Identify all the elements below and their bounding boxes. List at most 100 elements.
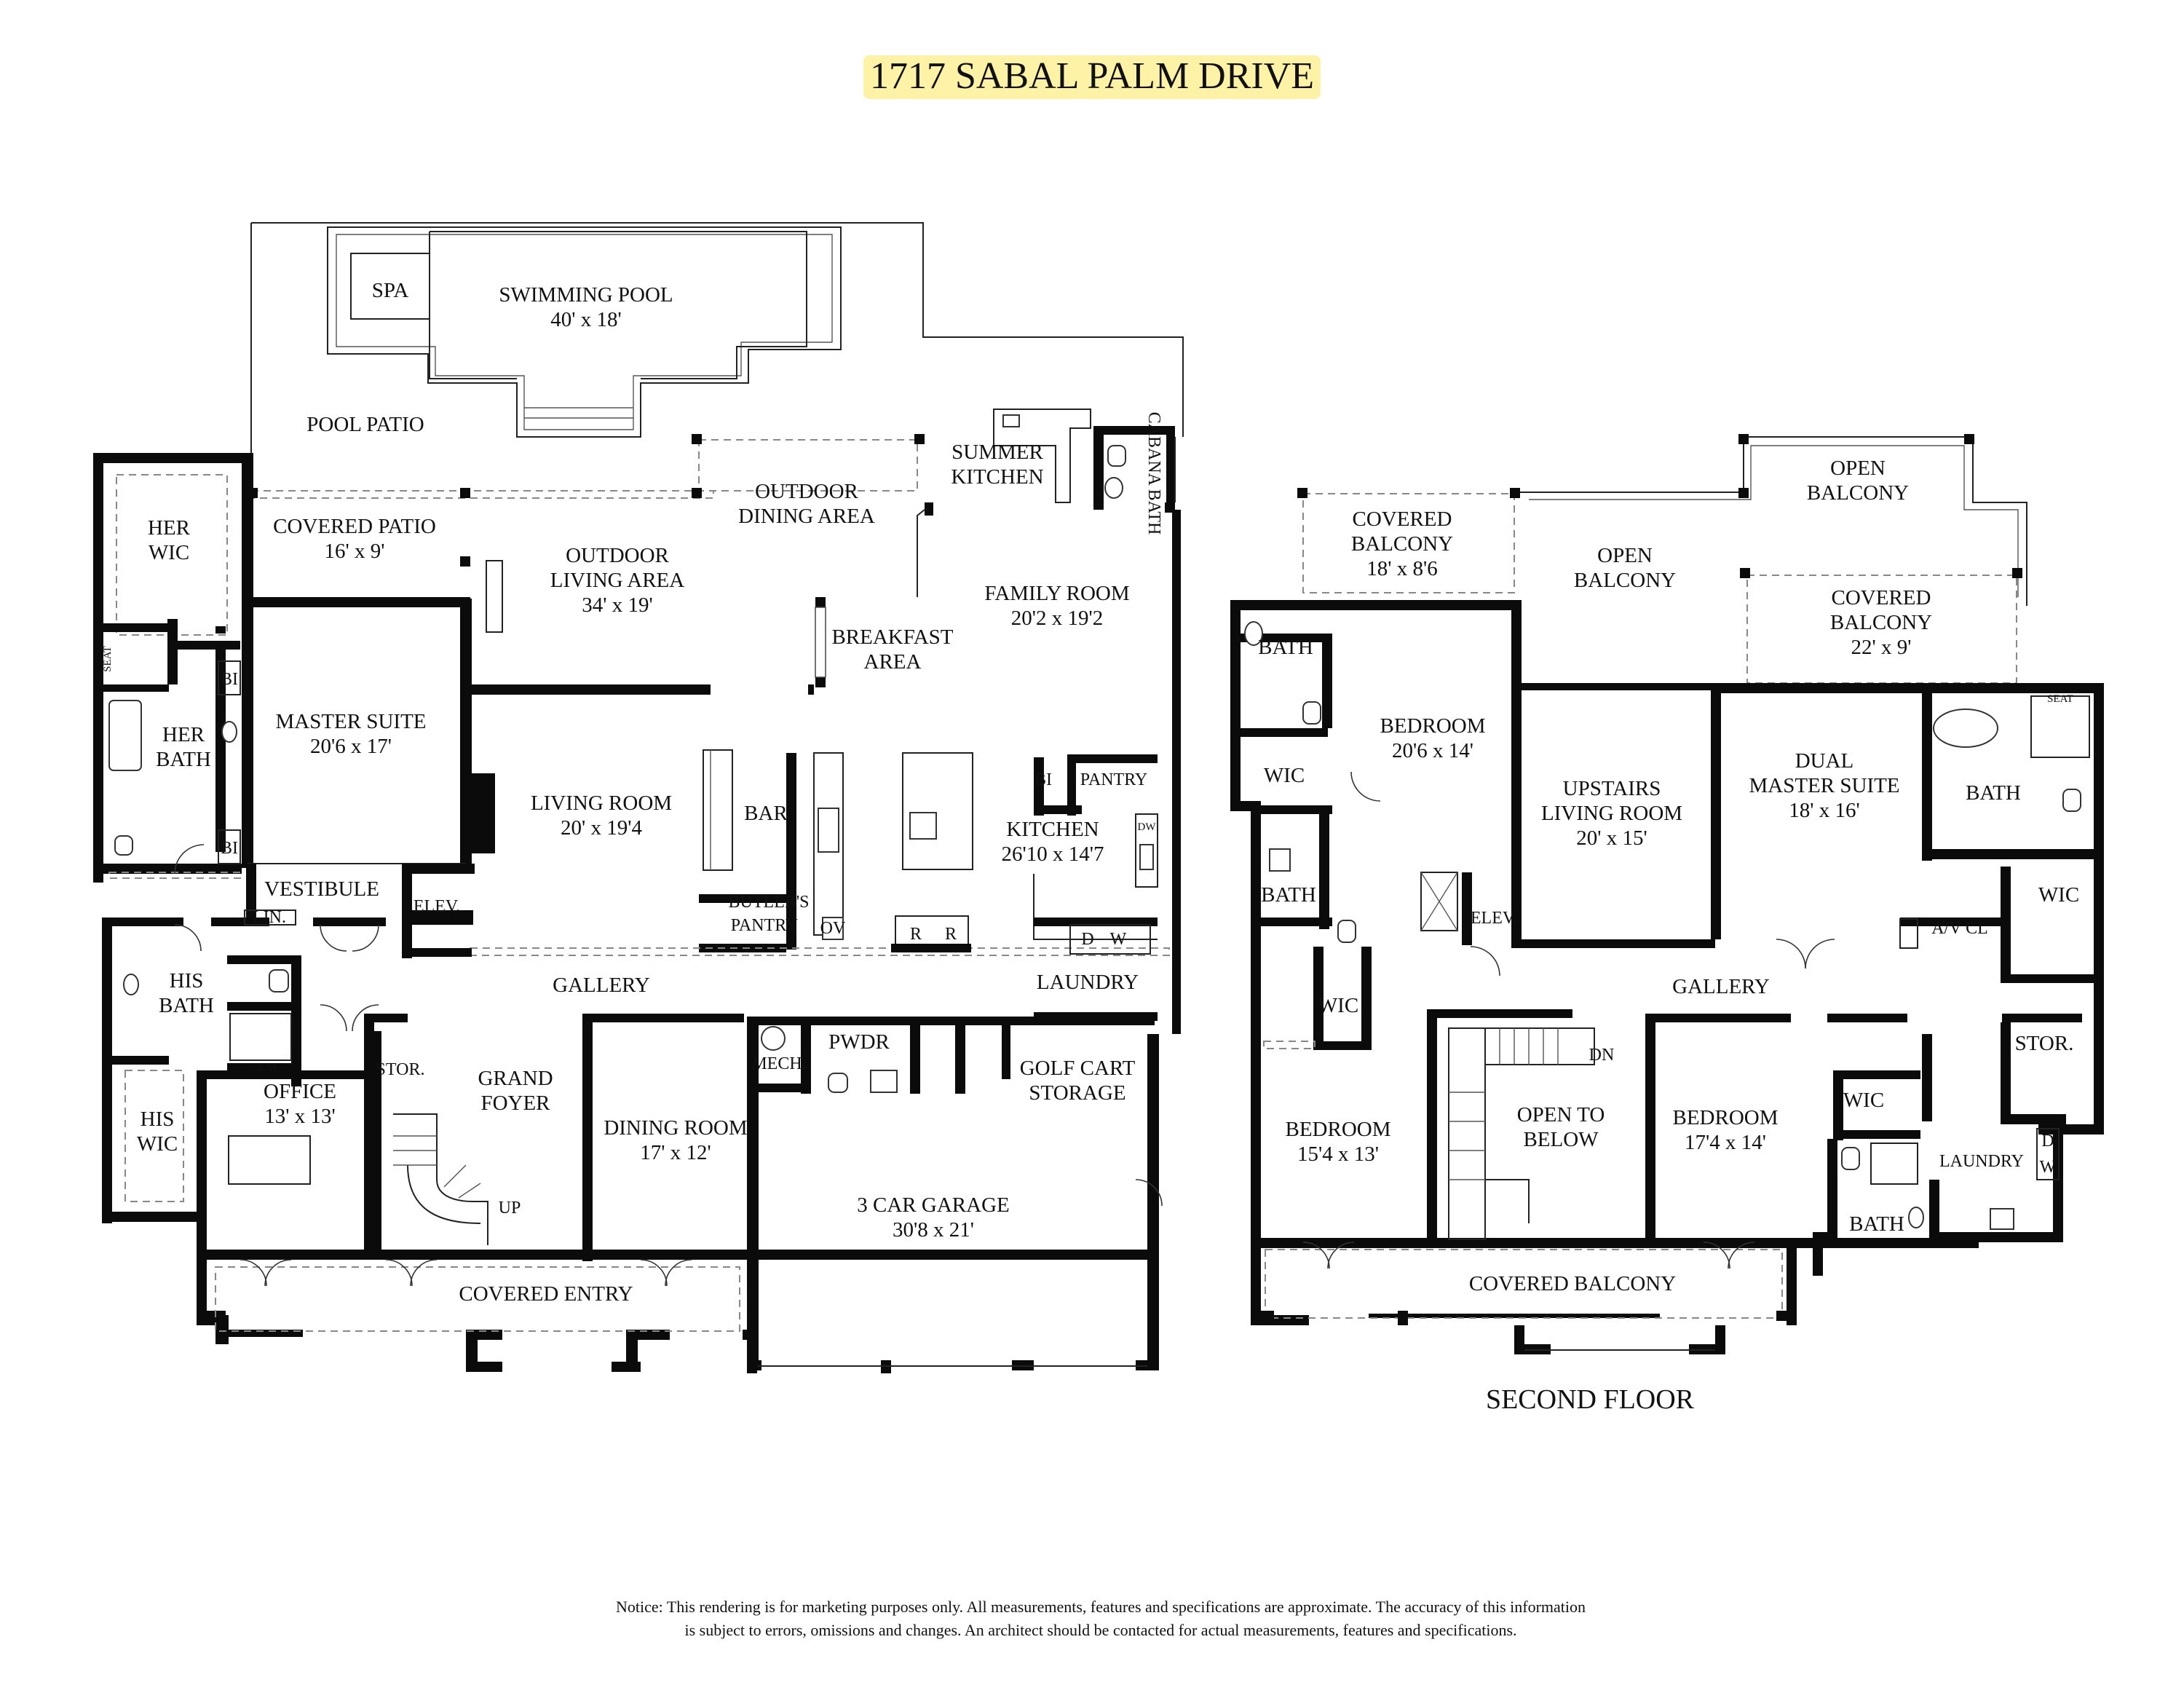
- washer-dryer-d: D: [1081, 930, 1093, 949]
- wic-label-3: WIC: [2038, 883, 2079, 907]
- open-balcony-label-2b: BALCONY: [1574, 569, 1676, 592]
- elev-label-1: ELEV.: [414, 897, 460, 916]
- upper-staircase: [1448, 1027, 1595, 1240]
- butlers-pantry-label-2: PANTRY: [731, 916, 798, 935]
- kitchen-island: [902, 752, 973, 870]
- pantry-label: PANTRY: [1080, 770, 1147, 789]
- bath-label-4: BATH: [1849, 1212, 1904, 1236]
- notice-line-1: Notice: This rendering is for marketing …: [616, 1598, 1586, 1616]
- notice-line-2: is subject to errors, omissions and chan…: [684, 1621, 1516, 1639]
- master-suite-size: 20'6 x 17': [310, 735, 392, 758]
- covered-balcony-label-2b: BALCONY: [1830, 611, 1932, 634]
- bi-label-kitchen: BI: [1034, 770, 1052, 789]
- grand-foyer-label-1: GRAND: [478, 1067, 553, 1090]
- stor-label-1: STOR.: [376, 1060, 425, 1079]
- kitchen-size: 26'10 x 14'7: [1002, 842, 1104, 866]
- washer-dryer-w: W: [1110, 930, 1127, 949]
- open-balcony-label-1b: BALCONY: [1807, 481, 1909, 505]
- open-balcony-label-2: OPEN: [1597, 544, 1653, 567]
- laundry-label-2: LAUNDRY: [1939, 1152, 2024, 1171]
- gallery-label-1: GALLERY: [553, 974, 650, 997]
- covered-balcony-size-2: 22' x 9': [1851, 636, 1912, 659]
- her-bath-toilet: [114, 835, 133, 856]
- pool-deck-outline: [250, 222, 1184, 460]
- page-title: 1717 SABAL PALM DRIVE: [870, 55, 1314, 97]
- outdoor-dining-frame: [698, 439, 918, 492]
- dryer-label-2: D: [2041, 1132, 2054, 1151]
- bath-label-3: BATH: [1966, 781, 2021, 805]
- outdoor-fireplace: [486, 560, 503, 633]
- bedroom-2-size: 15'4 x 13': [1297, 1143, 1379, 1166]
- her-bath-label-1: HER: [162, 723, 205, 746]
- her-seat-label: SEAT: [102, 646, 114, 672]
- golf-cart-label-2: STORAGE: [1029, 1081, 1125, 1105]
- golf-cart-label-1: GOLF CART: [1020, 1057, 1136, 1080]
- swimming-pool-label: SWIMMING POOL: [499, 283, 673, 307]
- summer-kitchen-label-1: SUMMER: [951, 441, 1043, 464]
- kitchen-label: KITCHEN: [1006, 818, 1099, 841]
- living-room-label: LIVING ROOM: [531, 792, 672, 815]
- cabana-toilet: [1107, 445, 1126, 467]
- dual-master-label-1: DUAL: [1795, 749, 1854, 773]
- office-label: OFFICE: [264, 1080, 336, 1103]
- dual-master-label-2: MASTER SUITE: [1749, 774, 1899, 797]
- bedroom-3-size: 17'4 x 14': [1685, 1131, 1766, 1154]
- first-floor: SPA SWIMMING POOL 40' x 18' POOL PATIO S…: [93, 222, 1184, 1373]
- washer-label-2: W: [2040, 1158, 2057, 1177]
- dining-room-size: 17' x 12': [640, 1141, 711, 1164]
- up-label: UP: [499, 1199, 521, 1218]
- covered-balcony-label-2: COVERED: [1832, 586, 1931, 609]
- open-to-below-label-1: OPEN TO: [1517, 1103, 1605, 1126]
- gallery-label-2: GALLERY: [1672, 975, 1770, 998]
- outdoor-living-label-2: LIVING AREA: [550, 569, 685, 592]
- second-floor-walls: [1230, 600, 2104, 1325]
- butlers-pantry-label-1: BUTLER'S: [729, 893, 810, 912]
- lin-label: LIN.: [253, 908, 286, 927]
- breakfast-area-label-2: AREA: [864, 650, 922, 674]
- summer-kitchen-counter: [993, 409, 1091, 503]
- open-to-below-label-2: BELOW: [1523, 1128, 1599, 1151]
- her-wic-label-2: WIC: [149, 541, 189, 564]
- her-bath-label-2: BATH: [156, 748, 211, 771]
- av-cl-label: A/V CL: [1931, 919, 1988, 938]
- range-label-2: R: [945, 925, 957, 944]
- family-room-size: 20'2 x 19'2: [1011, 607, 1103, 630]
- bedroom-2-label: BEDROOM: [1285, 1118, 1390, 1141]
- dining-room-label: DINING ROOM: [604, 1116, 747, 1140]
- his-wic-label-2: WIC: [137, 1132, 178, 1156]
- wic-label-4: WIC: [1843, 1089, 1884, 1112]
- dual-master-size: 18' x 16': [1789, 799, 1859, 822]
- spa-label: SPA: [372, 279, 409, 302]
- outdoor-dining-label-1: OUTDOOR: [755, 480, 858, 503]
- range-label-1: R: [910, 925, 922, 944]
- open-balcony-label-1: OPEN: [1830, 457, 1886, 480]
- pwdr-label: PWDR: [828, 1030, 890, 1054]
- his-bath-label-2: BATH: [159, 994, 214, 1017]
- dn-label: DN: [1589, 1046, 1615, 1065]
- covered-balcony-size-1: 18' x 8'6: [1366, 557, 1437, 580]
- bath-label-2: BATH: [1261, 883, 1316, 907]
- outdoor-living-size: 34' x 19': [582, 593, 652, 617]
- swimming-pool-size: 40' x 18': [550, 308, 621, 331]
- upstairs-living-size: 20' x 15': [1576, 826, 1647, 850]
- grand-foyer-label-2: FOYER: [480, 1092, 550, 1115]
- pool-patio-label: POOL PATIO: [306, 413, 424, 436]
- first-floor-doors: [174, 844, 1163, 1287]
- summer-kitchen-label-2: KITCHEN: [951, 465, 1043, 489]
- bar-label: BAR: [744, 802, 788, 825]
- his-bath-toilet: [269, 969, 289, 993]
- swimming-pool: [327, 226, 842, 438]
- laundry-label-1: LAUNDRY: [1037, 971, 1139, 994]
- outdoor-dining-label-2: DINING AREA: [738, 505, 875, 528]
- upstairs-living-label-1: UPSTAIRS: [1563, 777, 1661, 800]
- dw-label: DW: [1138, 821, 1157, 833]
- covered-balcony-frame-1: [1302, 493, 1515, 593]
- family-room-label: FAMILY ROOM: [984, 582, 1129, 605]
- elev-label-2: ELEV.: [1471, 909, 1517, 928]
- covered-patio-label: COVERED PATIO: [273, 515, 436, 538]
- wic-label-1: WIC: [1264, 764, 1305, 787]
- bedroom-1-size: 20'6 x 14': [1392, 739, 1473, 762]
- her-wic-label-1: HER: [148, 516, 191, 540]
- dual-master-tub: [1933, 709, 1998, 748]
